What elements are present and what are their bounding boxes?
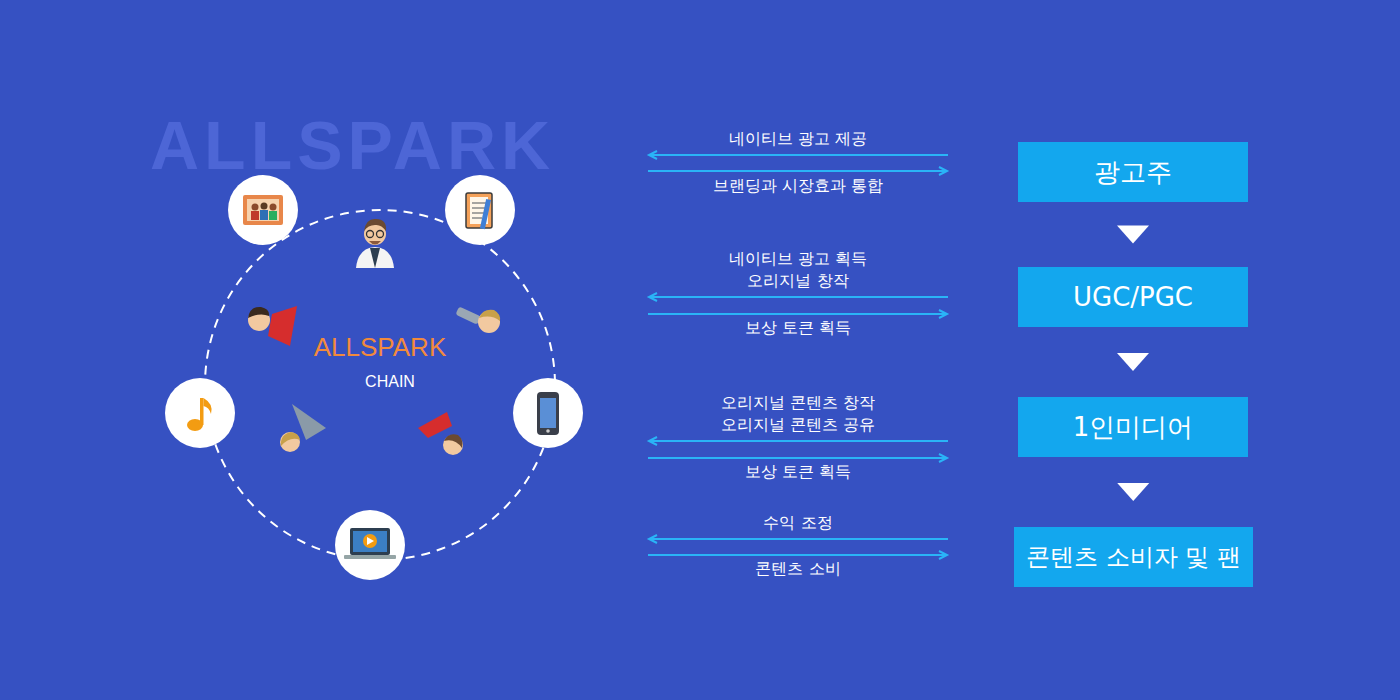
box-text: UGC/PGC: [1073, 282, 1193, 312]
box-text: 콘텐츠 소비자 및 팬: [1026, 541, 1240, 573]
g-shape: [648, 151, 948, 559]
rect-shape: [480, 199, 491, 229]
rect-shape: [200, 398, 204, 425]
polyline-shape: [939, 551, 947, 559]
line-shape: [649, 440, 948, 442]
path-shape: [370, 248, 380, 268]
flow-label: 보상 토큰 획득: [648, 461, 948, 483]
flow-connector: [1117, 353, 1149, 371]
path-shape: [281, 432, 300, 446]
path-shape: [364, 219, 386, 231]
box-text: 광고주: [1094, 155, 1172, 190]
line-shape: [472, 207, 486, 209]
polyline-shape: [649, 437, 657, 445]
circle-shape: [335, 510, 405, 580]
path-shape: [479, 310, 500, 321]
polyline-shape: [649, 293, 657, 301]
line-shape: [648, 457, 947, 459]
rect-shape: [350, 528, 390, 555]
circle-shape: [363, 534, 377, 548]
circle-shape: [443, 435, 463, 455]
circle-shape: [205, 210, 555, 560]
arrow-head: [1117, 483, 1149, 501]
path-shape: [248, 307, 269, 318]
circle-shape: [252, 204, 259, 211]
flow-label: 수익 조정: [648, 512, 948, 534]
line-shape: [648, 554, 947, 556]
flow-label: 네이티브 광고 획득 오리지널 창작: [713, 248, 883, 292]
path-shape: [444, 434, 463, 448]
rect-shape: [269, 211, 277, 220]
polygon-shape: [418, 412, 452, 438]
process-box: 광고주: [1018, 142, 1248, 202]
rect-shape: [344, 555, 396, 559]
path-shape: [204, 398, 212, 414]
polyline-shape: [649, 535, 657, 543]
line-shape: [649, 296, 948, 298]
line-shape: [648, 170, 947, 172]
box-text: 1인미디어: [1073, 410, 1194, 445]
circle-shape: [367, 231, 374, 238]
line-shape: [649, 154, 948, 156]
chain-subtitle: CHAIN: [205, 372, 555, 392]
rect-shape: [243, 195, 283, 225]
polygon-shape: [367, 537, 374, 545]
rect-shape: [251, 211, 259, 220]
flow-label: 보상 토큰 획득: [648, 317, 948, 339]
line-shape: [649, 538, 948, 540]
chain-circle: ALLSPARK CHAIN: [205, 210, 555, 560]
polygon-shape: [268, 306, 297, 346]
line-shape: [472, 202, 486, 204]
flow-connector: [1117, 226, 1149, 244]
rect-shape: [260, 210, 268, 220]
process-box: 콘텐츠 소비자 및 팬: [1014, 527, 1253, 587]
circle-shape: [280, 432, 300, 452]
flow-connector: [1117, 483, 1149, 501]
arrow-head: [1117, 353, 1149, 371]
polyline-shape: [939, 167, 947, 175]
flow-label: 콘텐츠 소비: [648, 558, 948, 580]
rect-shape: [247, 199, 279, 221]
circle-shape: [513, 378, 583, 448]
chain-title: ALLSPARK: [205, 332, 555, 362]
g-shape: [165, 175, 583, 580]
arrow-head: [1117, 226, 1149, 244]
line-shape: [472, 217, 482, 219]
circle-shape: [445, 175, 515, 245]
rect-shape: [455, 306, 481, 324]
process-box: UGC/PGC: [1018, 267, 1248, 327]
line-shape: [648, 313, 947, 315]
flow-label: 오리지널 콘텐츠 창작 오리지널 콘텐츠 공유: [713, 392, 883, 436]
watermark-text: ALLSPARK: [150, 110, 555, 180]
circle-shape: [165, 378, 235, 448]
polyline-shape: [939, 454, 947, 462]
rect-shape: [537, 392, 559, 435]
rect-shape: [353, 531, 387, 552]
flow-label: 브랜딩과 시장효과 통합: [648, 175, 948, 197]
polyline-shape: [649, 151, 657, 159]
circle-shape: [270, 204, 277, 211]
process-box: 1인미디어: [1018, 397, 1248, 457]
polyline-shape: [939, 310, 947, 318]
path-shape: [369, 241, 381, 245]
circle-shape: [377, 231, 384, 238]
flow-label: 네이티브 광고 제공: [648, 128, 948, 150]
path-shape: [356, 247, 394, 268]
circle-shape: [546, 429, 550, 433]
circle-shape: [261, 203, 268, 210]
circle-shape: [228, 175, 298, 245]
rect-shape: [540, 398, 556, 428]
